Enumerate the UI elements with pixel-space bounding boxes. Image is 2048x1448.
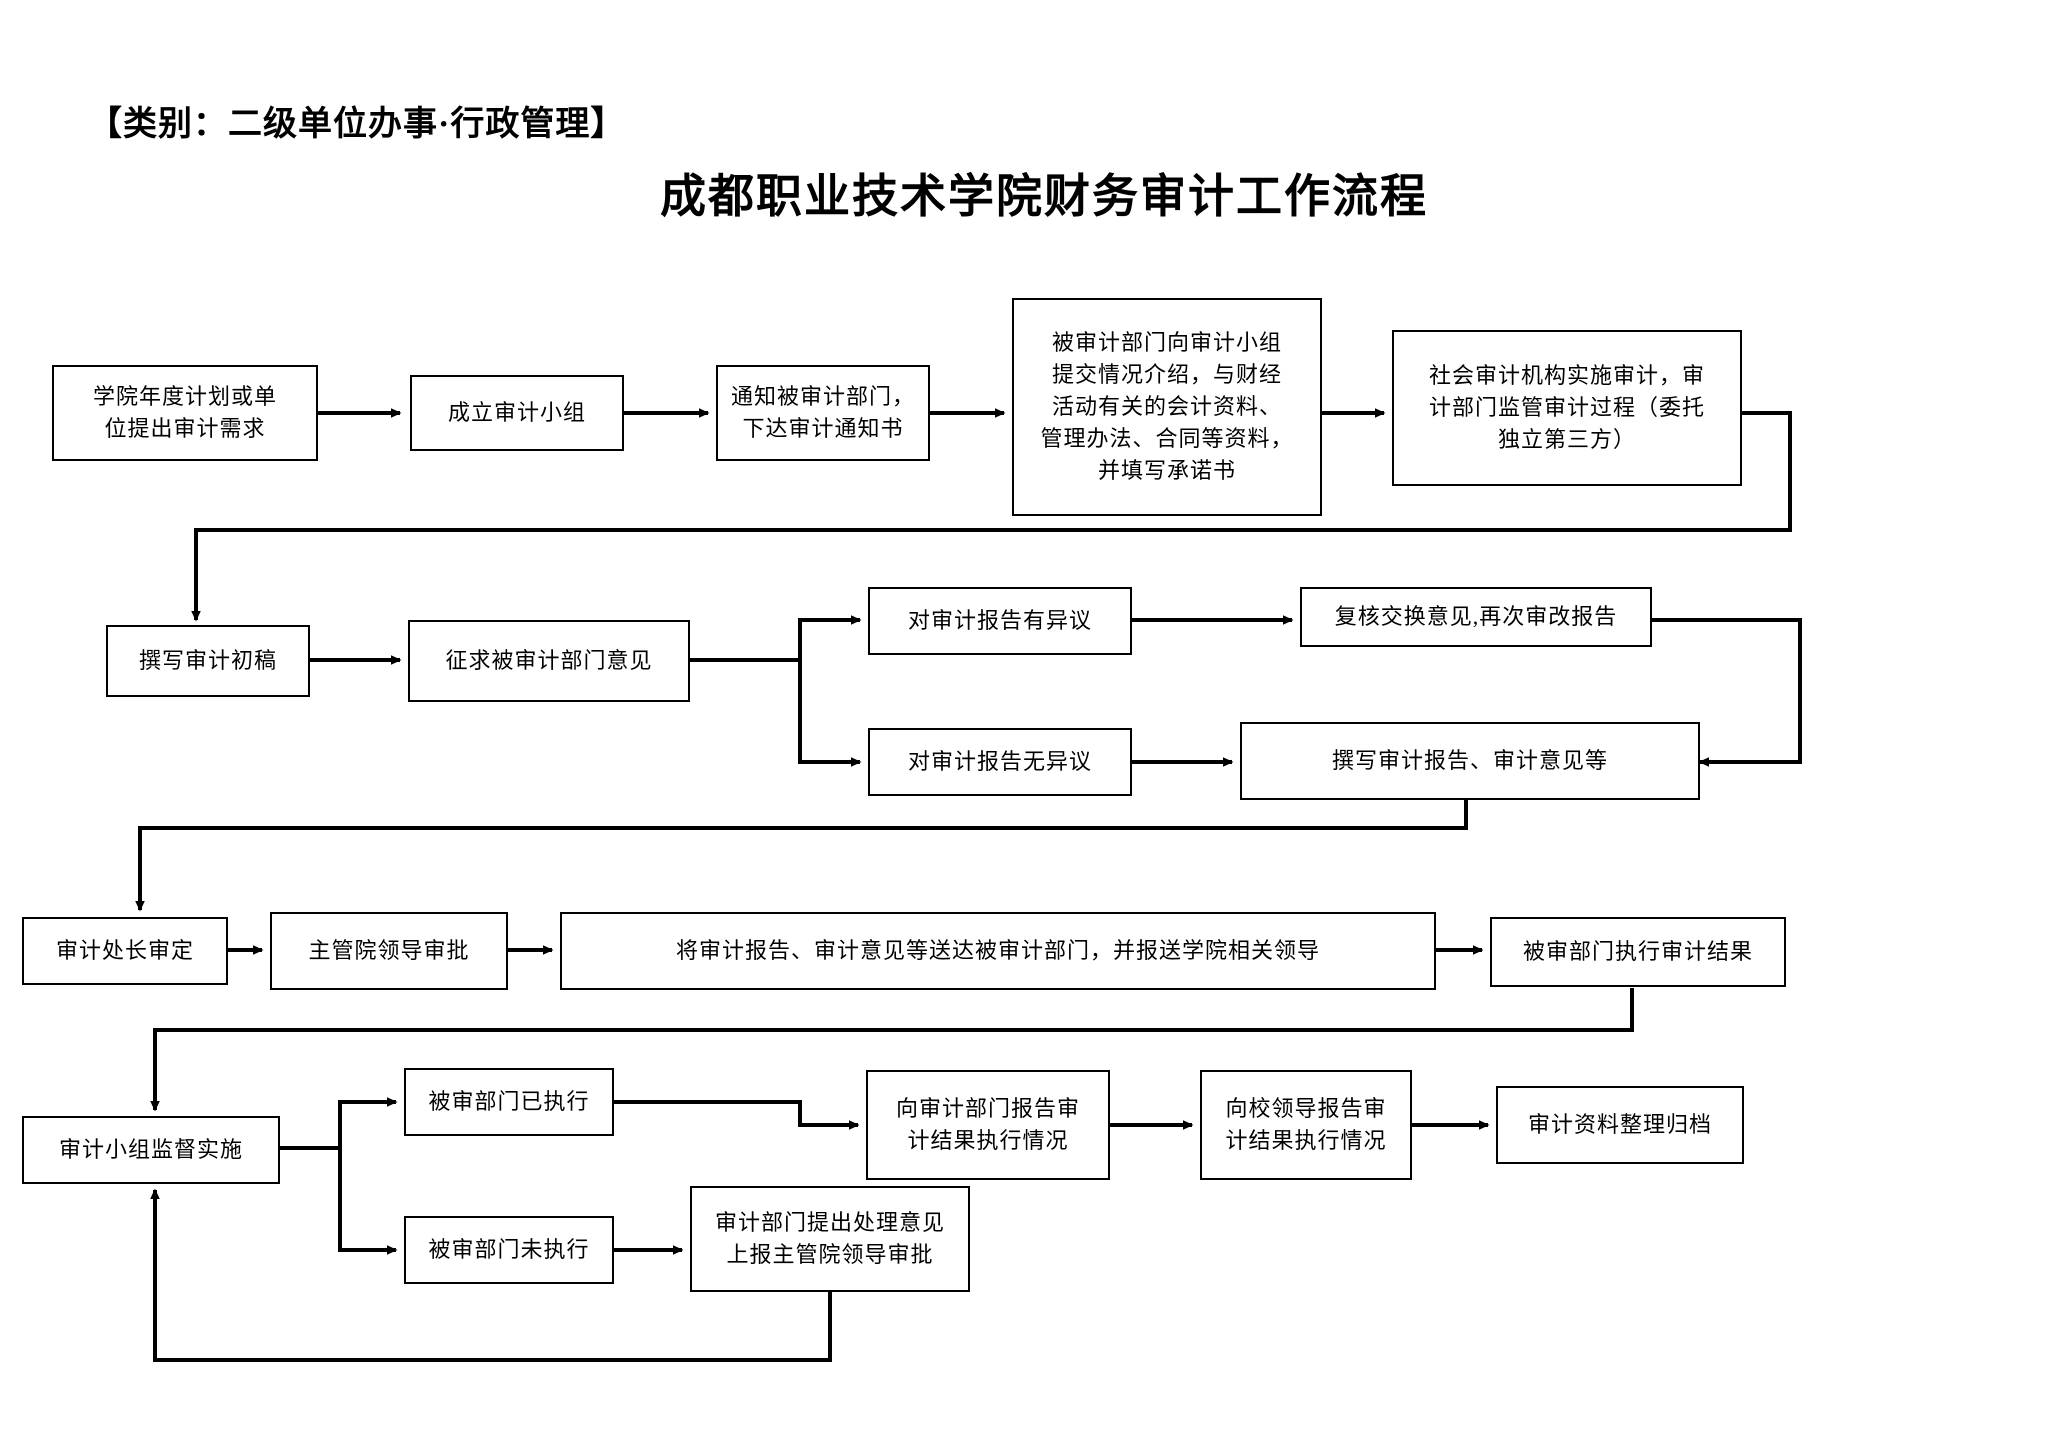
node-n11[interactable]: 撰写审计报告、审计意见等 [1240,722,1700,800]
node-label: 审计处长审定 [55,938,194,964]
node-n14[interactable]: 将审计报告、审计意见等送达被审计部门，并报送学院相关领导 [560,912,1436,990]
node-label: 审计部门提出处理意见 上报主管院领导审批 [714,1210,945,1267]
page-title: 成都职业技术学院财务审计工作流程 [0,160,2048,226]
node-label: 将审计报告、审计意见等送达被审计部门，并报送学院相关领导 [675,938,1320,964]
node-n8[interactable]: 对审计报告有异议 [868,587,1132,655]
node-n16[interactable]: 审计小组监督实施 [22,1116,280,1184]
page-title-text: 成都职业技术学院财务审计工作流程 [660,171,1428,222]
node-n20[interactable]: 向审计部门报告审 计结果执行情况 [866,1070,1110,1180]
node-label: 向审计部门报告审 计结果执行情况 [895,1096,1080,1153]
node-label: 审计小组监督实施 [58,1137,243,1163]
node-label: 撰写审计报告、审计意见等 [1331,748,1608,774]
node-n6[interactable]: 撰写审计初稿 [106,625,310,697]
edge-n7-n10 [690,658,862,767]
node-label: 被审部门未执行 [428,1237,590,1263]
node-label: 撰写审计初稿 [138,648,277,674]
category-label: 【类别：二级单位办事·行政管理】 [88,106,626,143]
node-label: 被审部门已执行 [428,1089,590,1115]
node-label: 成立审计小组 [447,400,586,426]
node-n15[interactable]: 被审部门执行审计结果 [1490,917,1786,987]
node-n4[interactable]: 被审计部门向审计小组 提交情况介绍，与财经 活动有关的会计资料、 管理办法、合同… [1012,298,1322,516]
node-n12[interactable]: 审计处长审定 [22,917,228,985]
node-n1[interactable]: 学院年度计划或单 位提出审计需求 [52,365,318,461]
node-label: 对审计报告无异议 [907,749,1092,775]
node-n19[interactable]: 审计部门提出处理意见 上报主管院领导审批 [690,1186,970,1292]
edge-n16-n18 [280,1146,398,1255]
node-label: 审计资料整理归档 [1527,1112,1712,1138]
node-n2[interactable]: 成立审计小组 [410,375,624,451]
node-label: 被审计部门向审计小组 提交情况介绍，与财经 活动有关的会计资料、 管理办法、合同… [1040,330,1294,483]
node-n13[interactable]: 主管院领导审批 [270,912,508,990]
node-label: 征求被审计部门意见 [445,648,653,674]
node-label: 复核交换意见,再次审改报告 [1334,604,1618,630]
node-n7[interactable]: 征求被审计部门意见 [408,620,690,702]
node-n3[interactable]: 通知被审计部门， 下达审计通知书 [716,365,930,461]
edge-n11-n12 [135,800,1468,912]
node-label: 学院年度计划或单 位提出审计需求 [92,384,277,441]
node-n22[interactable]: 审计资料整理归档 [1496,1086,1744,1164]
node-label: 被审部门执行审计结果 [1522,939,1753,965]
node-n10[interactable]: 对审计报告无异议 [868,728,1132,796]
edge-n17-n20 [614,1100,860,1130]
node-label: 向校领导报告审 计结果执行情况 [1225,1096,1387,1153]
edge-n16-n17 [280,1097,398,1150]
node-n21[interactable]: 向校领导报告审 计结果执行情况 [1200,1070,1412,1180]
node-label: 对审计报告有异议 [907,608,1092,634]
node-label: 主管院领导审批 [308,938,470,964]
node-label: 通知被审计部门， 下达审计通知书 [730,384,915,441]
node-n5[interactable]: 社会审计机构实施审计，审 计部门监管审计过程（委托 独立第三方） [1392,330,1742,486]
node-n17[interactable]: 被审部门已执行 [404,1068,614,1136]
node-label: 社会审计机构实施审计，审 计部门监管审计过程（委托 独立第三方） [1428,363,1705,452]
edge-n7-n8 [690,615,862,662]
node-n18[interactable]: 被审部门未执行 [404,1216,614,1284]
node-n9[interactable]: 复核交换意见,再次审改报告 [1300,587,1652,647]
